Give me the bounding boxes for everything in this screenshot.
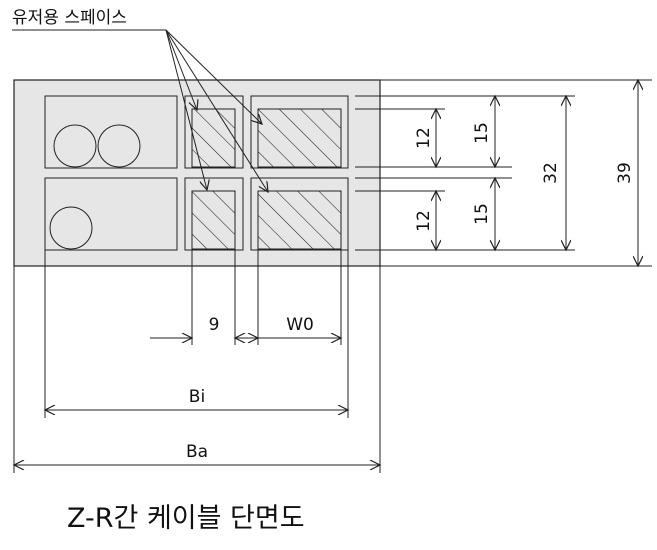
outer-height-label: 39 [615, 162, 635, 184]
slot-width-label: 9 [209, 315, 220, 335]
left-upper-compartment [44, 95, 178, 169]
user-space-slot [257, 190, 342, 250]
cable-circle [97, 124, 141, 168]
outer-width-label: Ba [186, 442, 208, 462]
right-lower-compartment [250, 177, 349, 251]
cable-circle [53, 124, 97, 168]
middle-upper-compartment [184, 95, 244, 169]
diagram-title: Z-R간 케이블 단면도 [67, 503, 305, 534]
user-space-slot [257, 108, 342, 168]
user-space-callout-label: 유저용 스페이스 [12, 8, 127, 28]
callout-leaders [165, 29, 268, 192]
wide-slot-width-label: W0 [286, 315, 314, 335]
inner-height-label: 32 [541, 162, 561, 184]
user-space-slot [191, 190, 236, 250]
middle-lower-compartment [184, 177, 244, 251]
height-extension-lines [355, 79, 652, 267]
cable-circle [49, 206, 93, 250]
lower-slot-height-label: 12 [414, 210, 434, 232]
left-lower-compartment [44, 177, 178, 251]
width-extension-lines [13, 250, 381, 473]
upper-cell-height-label: 15 [472, 122, 492, 144]
right-upper-compartment [250, 95, 349, 169]
inner-width-label: Bi [189, 387, 205, 407]
lower-cell-height-label: 15 [472, 203, 492, 225]
upper-slot-height-label: 12 [414, 127, 434, 149]
user-space-slot [191, 108, 236, 168]
